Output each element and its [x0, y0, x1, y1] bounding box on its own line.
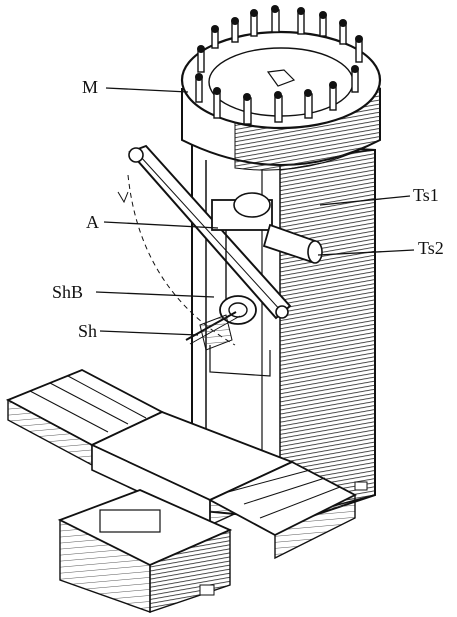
label-ts2: Ts2: [418, 238, 444, 258]
cylinder-carriage: [211, 192, 323, 300]
leader-a: [103, 221, 219, 229]
label-sh: Sh: [78, 321, 98, 341]
label-ts1: Ts1: [413, 185, 439, 205]
leader-ts2: [317, 249, 415, 256]
leader-ts1: [319, 195, 411, 206]
leader-shb: [95, 291, 215, 298]
leader-sh: [99, 330, 199, 336]
leader-m: [105, 87, 189, 93]
leader-lines: [95, 87, 415, 336]
label-shb: ShB: [52, 282, 84, 302]
magazine-drum: [180, 5, 382, 171]
spindle-assembly: [185, 295, 257, 351]
label-a: A: [86, 212, 99, 232]
label-m: M: [82, 77, 99, 97]
base-table: [5, 369, 357, 613]
